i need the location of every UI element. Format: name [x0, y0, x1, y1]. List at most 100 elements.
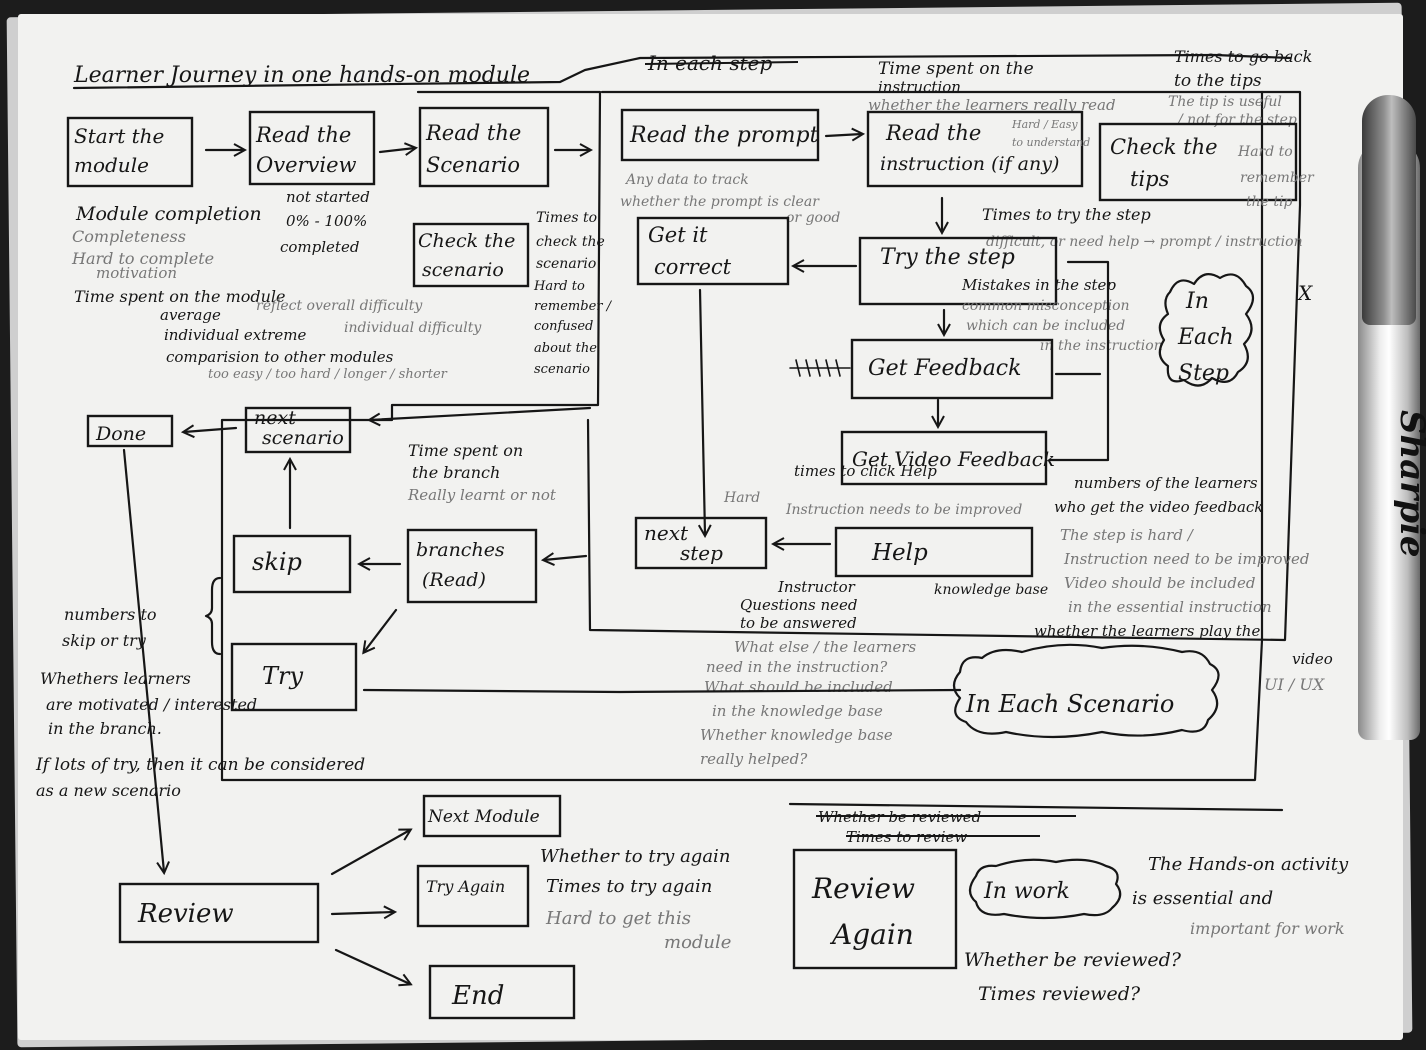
help-label: Help [871, 540, 928, 566]
end-box [428, 964, 576, 1020]
individual-extreme: individual extreme [164, 326, 307, 344]
whether-play-video-2: video [1292, 650, 1333, 668]
hard-remember-tip-1: Hard to [1237, 144, 1293, 160]
motivated-3: in the branch. [48, 719, 162, 738]
connector-try-video [1048, 260, 1110, 462]
skip-box [232, 534, 352, 594]
time-spent-instr-1: Time spent on the [878, 59, 1034, 79]
get-it-correct-line2: correct [654, 255, 732, 279]
which-included: which can be included [966, 318, 1125, 334]
times-back-tips-1: Times to go back [1174, 47, 1312, 66]
what-else-6: really helped? [700, 750, 808, 768]
whether-prompt-clear: whether the prompt is clear [620, 194, 820, 210]
ui-ux: UI / UX [1264, 675, 1325, 694]
scenario-line2: Scenario [426, 153, 520, 177]
marker-cap [1362, 95, 1416, 325]
video-feedback-box [840, 430, 1048, 486]
overview-box [248, 110, 376, 186]
video-feedback-label: Get Video Feedback [852, 447, 1055, 471]
read-prompt-label: Read the prompt [629, 123, 819, 148]
arrow-to-next-scenario [370, 406, 592, 420]
instructor-2: Questions need [740, 596, 858, 614]
next-scenario-line1: next [254, 407, 296, 429]
hard-to-complete: Hard to complete [71, 249, 214, 268]
what-else-5: Whether knowledge base [700, 726, 893, 744]
time-branch-1: Time spent on [408, 441, 523, 460]
tip-useful-1: The tip is useful [1168, 94, 1282, 110]
get-feedback-box [850, 338, 1054, 400]
check-tips-line2: tips [1130, 167, 1170, 191]
review-again-line2: Again [829, 918, 914, 951]
instructor-1: Instructor [777, 578, 856, 596]
percent-range: 0% - 100% [286, 212, 367, 230]
arrow-to-branches [544, 556, 588, 560]
try-step-label: Try the step [880, 245, 1015, 270]
skip-try-brace [204, 576, 222, 656]
if-lots-2: as a new scenario [36, 781, 181, 800]
read-prompt-box [620, 108, 820, 162]
arrow-branches-try [364, 608, 398, 652]
try-again-note-2: Times to try again [546, 876, 712, 897]
what-else-4: in the knowledge base [712, 702, 883, 720]
hands-on-2: is essential and [1132, 888, 1273, 909]
motivated-2: are motivated / interested [46, 695, 257, 714]
whether-be-reviewed: Whether be reviewed? [964, 949, 1182, 971]
difficult-help: difficult, or need help → prompt / instr… [986, 234, 1303, 250]
in-work-label: In work [983, 879, 1070, 904]
start-module-box [66, 116, 194, 188]
skip-label: skip [252, 548, 302, 576]
hands-on-1: The Hands-on activity [1148, 854, 1349, 875]
times-check-1: Times to [536, 210, 597, 226]
try-again-note-3: Hard to get this [545, 908, 691, 929]
review-label: Review [137, 899, 234, 929]
done-box [86, 414, 174, 448]
comparison: comparision to other modules [166, 348, 394, 366]
review-divider [788, 802, 1284, 812]
next-scenario-box [244, 406, 352, 454]
numbers-video-1: numbers of the learners [1074, 474, 1258, 492]
common-misconception: common misconception [962, 298, 1130, 314]
try-again-note-1: Whether to try again [540, 846, 730, 867]
overview-line2: Overview [256, 153, 357, 177]
next-module-label: Next Module [427, 807, 540, 827]
done-label: Done [95, 423, 146, 445]
get-it-correct-box [636, 216, 790, 286]
title-underline [72, 53, 1292, 90]
times-reviewed: Times reviewed? [978, 983, 1141, 1005]
if-lots-1: If lots of try, then it can be considere… [35, 755, 365, 775]
scenario-line1: Read the [425, 121, 521, 145]
scenario-box [418, 106, 550, 188]
try-again-box [416, 864, 530, 928]
review-again-line1: Review [811, 872, 915, 905]
knowledge-base: knowledge base [934, 582, 1048, 598]
check-scenario-box [412, 222, 530, 288]
feedback-tally [789, 359, 851, 377]
hard-remember-3: confused [534, 319, 593, 334]
mistakes-step: Mistakes in the step [961, 276, 1116, 294]
what-else-2: need in the instruction? [706, 658, 888, 676]
time-spent-instr-2: instruction [878, 78, 961, 96]
try-again-label: Try Again [426, 877, 505, 896]
any-data-track: Any data to track [624, 172, 749, 188]
step-hard-4: in the essential instruction [1068, 598, 1272, 616]
next-module-box [422, 794, 562, 838]
or-good: or good [786, 210, 840, 226]
hands-on-3: important for work [1190, 919, 1345, 938]
arrow-review-end [334, 948, 410, 984]
in-each-step-2: Each [1177, 325, 1234, 350]
in-each-scenario-cloud [952, 643, 1220, 739]
try-connector [362, 688, 962, 694]
hard-easy-2: to understand [1012, 136, 1090, 149]
step-frame [586, 90, 1302, 642]
individual-difficulty: individual difficulty [344, 320, 482, 336]
step-hard-3: Video should be included [1064, 574, 1256, 592]
get-it-correct-line1: Get it [648, 223, 708, 247]
completed: completed [280, 238, 359, 256]
times-click-help: times to click Help [794, 462, 937, 480]
hard-remember-1: Hard to [533, 279, 585, 294]
x-mark: X [1296, 281, 1313, 305]
read-instruction-line2: instruction (if any) [880, 153, 1059, 175]
in-each-step-1: In [1185, 289, 1209, 314]
get-feedback-label: Get Feedback [868, 356, 1021, 381]
